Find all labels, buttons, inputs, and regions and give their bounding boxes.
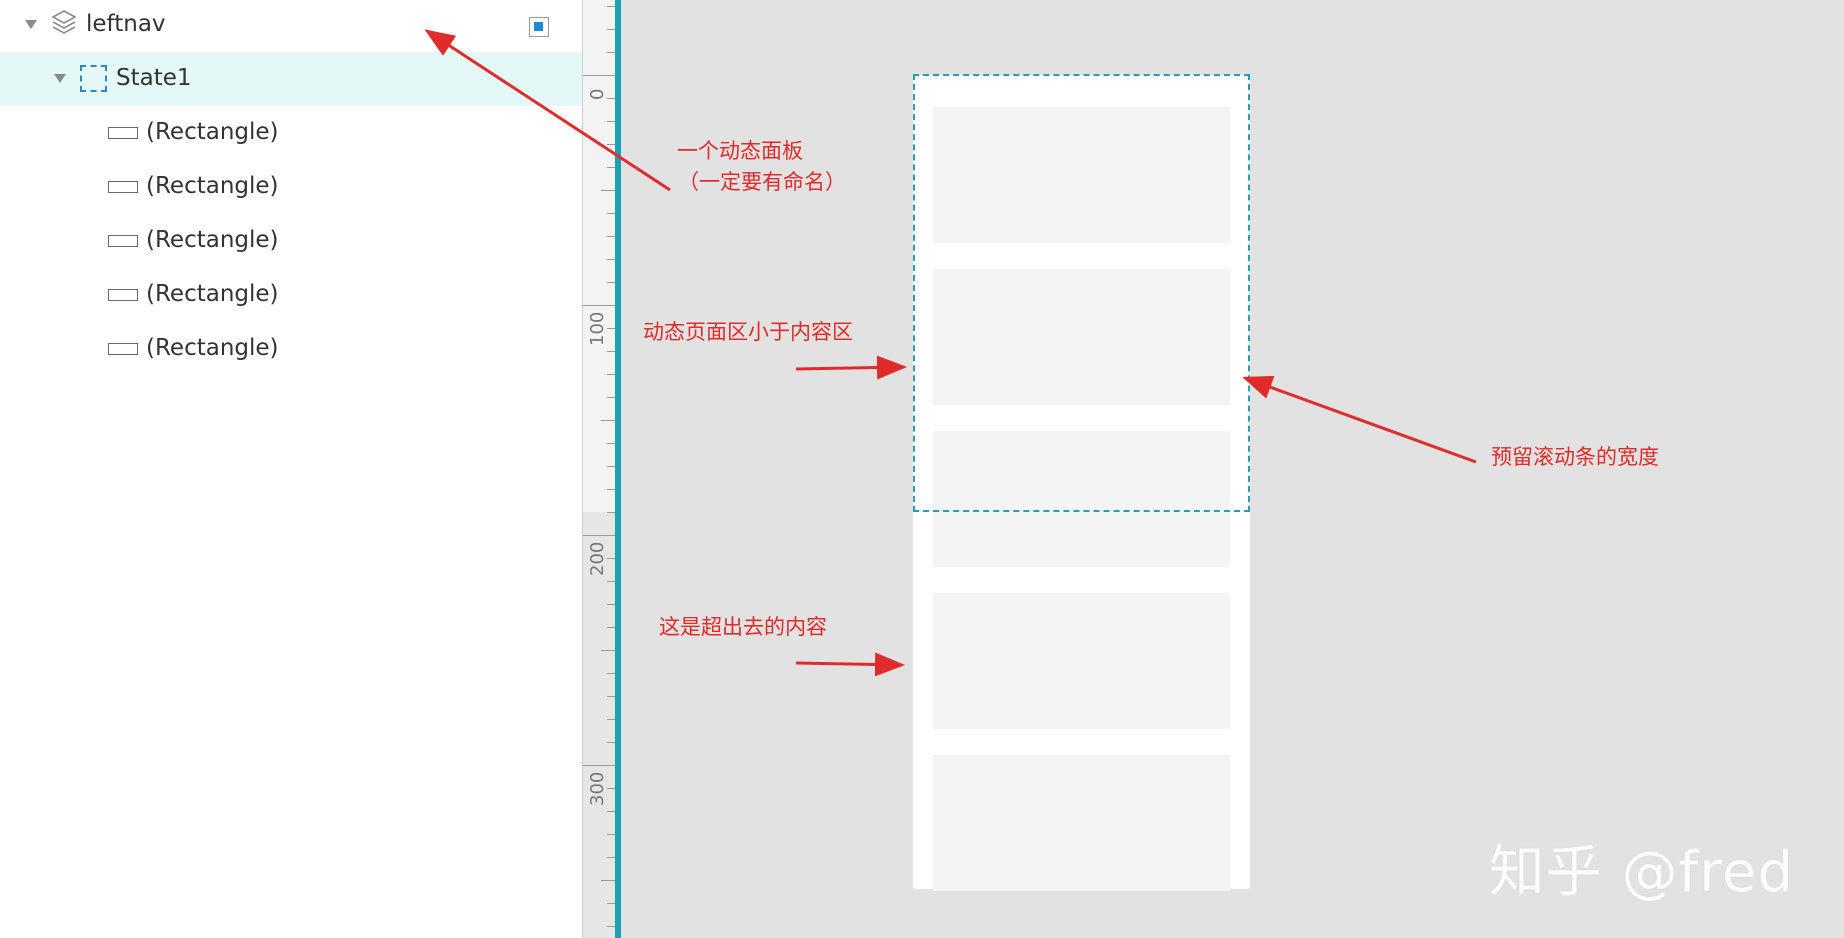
- ruler-tick: [607, 397, 615, 398]
- panel-note-line1: 一个动态面板: [677, 139, 803, 163]
- panel-note-line2: （一定要有命名）: [678, 170, 846, 194]
- ruler-tick: [607, 121, 615, 122]
- ruler-tick: [607, 512, 615, 513]
- ruler-tick: [607, 926, 615, 927]
- ruler-tick: [607, 696, 615, 697]
- ruler-tick: [607, 627, 615, 628]
- ruler-tick: [607, 834, 615, 835]
- ruler-tick: [607, 144, 615, 145]
- outline-root-label: leftnav: [86, 11, 166, 37]
- ruler-tick: [583, 305, 615, 306]
- ruler-tick: [607, 98, 615, 99]
- outline-row-state1[interactable]: State1: [0, 52, 582, 106]
- ruler-tick: [583, 535, 615, 536]
- ruler-tick: [607, 673, 615, 674]
- content-rectangle[interactable]: [933, 269, 1230, 405]
- outline-item-label: (Rectangle): [146, 335, 279, 361]
- rectangle-icon: [108, 235, 138, 247]
- ruler-tick: [607, 351, 615, 352]
- ruler-tick: [607, 29, 615, 30]
- rectangle-icon: [108, 127, 138, 139]
- content-rectangle[interactable]: [933, 593, 1230, 729]
- ruler-tick: [607, 581, 615, 582]
- ruler-tick: [601, 650, 615, 651]
- ruler-tick: [607, 443, 615, 444]
- arrow-to-leftnav: [424, 29, 671, 192]
- ruler-tick: [607, 236, 615, 237]
- ruler-tick: [607, 489, 615, 490]
- ruler-tick: [583, 75, 615, 76]
- ruler-tick: [583, 765, 615, 766]
- arrow-to-scrollbar: [1242, 375, 1477, 464]
- state-icon: [80, 65, 107, 92]
- outline-item-label: (Rectangle): [146, 173, 279, 199]
- expand-caret-icon[interactable]: [25, 20, 37, 29]
- ruler-tick: [607, 604, 615, 605]
- outline-row-rectangle[interactable]: (Rectangle): [0, 322, 582, 376]
- outline-row-rectangle[interactable]: (Rectangle): [0, 106, 582, 160]
- ruler-tick: [607, 328, 615, 329]
- content-frame[interactable]: [913, 75, 1250, 891]
- layers-icon: [51, 10, 77, 34]
- arrow-to-overflow: [795, 652, 905, 677]
- ruler-tick: [607, 466, 615, 467]
- dynamic-panel-viewport[interactable]: [913, 74, 1250, 512]
- ruler-tick: [607, 742, 615, 743]
- ruler-tick: [607, 788, 615, 789]
- scrollbar-note: 预留滚动条的宽度: [1491, 445, 1659, 469]
- content-rectangle[interactable]: [933, 431, 1230, 567]
- expand-caret-icon[interactable]: [54, 74, 66, 83]
- ruler-tick: [601, 420, 615, 421]
- ruler-tick: [607, 719, 615, 720]
- arrow-to-viewport: [795, 355, 907, 380]
- content-rectangle[interactable]: [933, 755, 1230, 891]
- outline-row-rectangle[interactable]: (Rectangle): [0, 268, 582, 322]
- vertical-ruler: 0 100 200 300: [583, 0, 615, 938]
- outline-state-label: State1: [116, 65, 192, 91]
- ruler-tick: [601, 880, 615, 881]
- ruler-tick: [607, 282, 615, 283]
- ruler-tick: [607, 811, 615, 812]
- viewport-note: 动态页面区小于内容区: [643, 320, 853, 344]
- outline-row-leftnav[interactable]: leftnav: [0, 0, 582, 54]
- outline-item-label: (Rectangle): [146, 227, 279, 253]
- rectangle-icon: [108, 289, 138, 301]
- outline-row-rectangle[interactable]: (Rectangle): [0, 160, 582, 214]
- ruler-tick: [607, 374, 615, 375]
- ruler-tick: [607, 259, 615, 260]
- visibility-toggle-icon[interactable]: [529, 17, 549, 37]
- ruler-tick: [607, 857, 615, 858]
- ruler-tick: [607, 213, 615, 214]
- content-rectangle[interactable]: [933, 107, 1230, 243]
- outline-row-rectangle[interactable]: (Rectangle): [0, 214, 582, 268]
- ruler-tick: [607, 903, 615, 904]
- ruler-tick: [607, 6, 615, 7]
- ruler-tick: [607, 52, 615, 53]
- ruler-shade: [583, 512, 615, 938]
- ruler-tick: [601, 190, 615, 191]
- ruler-tick: [607, 558, 615, 559]
- watermark: 知乎 @fred: [1488, 840, 1794, 905]
- ruler-tick: [607, 167, 615, 168]
- outline-item-label: (Rectangle): [146, 281, 279, 307]
- outline-item-label: (Rectangle): [146, 119, 279, 145]
- ruler-accent-bar: [615, 0, 621, 938]
- rectangle-icon: [108, 181, 138, 193]
- outline-panel: leftnav State1 (Rectangle) (Rectangle) (…: [0, 0, 583, 938]
- rectangle-icon: [108, 343, 138, 355]
- overflow-note: 这是超出去的内容: [659, 615, 827, 639]
